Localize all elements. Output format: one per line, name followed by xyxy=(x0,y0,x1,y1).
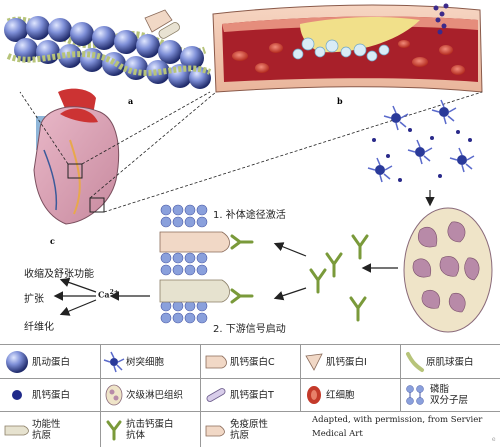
antibody-cluster xyxy=(309,234,369,322)
legend-item-bilayer: 磷脂 双分子层 xyxy=(402,382,498,408)
heart-illustration xyxy=(33,88,120,225)
outcome-contraction: 收缩及舒张功能 xyxy=(24,269,94,280)
legend-item-dendritic: 树突细胞 xyxy=(102,349,198,375)
troponin-i-icon xyxy=(305,353,323,371)
legend: 肌动蛋白 树突细胞 肌钙蛋白C 肌钙蛋白I 原肌球蛋白 肌钙蛋白 次级淋巴组织 … xyxy=(0,344,500,447)
pathway-step-2: 2. 下游信号启动 xyxy=(213,324,286,335)
illustration-canvas: a b xyxy=(4,3,493,333)
antibody-icon xyxy=(106,420,122,441)
corner-mark: e xyxy=(492,436,496,443)
myofilament-illustration xyxy=(4,9,212,89)
red-cell-icon xyxy=(307,386,321,404)
dendritic-cell-icon xyxy=(103,351,125,373)
phospholipid-bilayer-icon xyxy=(406,385,424,405)
panel-label-c: c xyxy=(50,236,55,246)
legend-item-rbc: 红细胞 xyxy=(302,382,398,408)
legend-item-antibody: 抗击钙蛋白 抗体 xyxy=(102,415,198,445)
troponin-dot-icon xyxy=(12,390,22,400)
troponin-t-icon xyxy=(206,388,226,402)
legend-item-immunogenic-antigen: 免疫原性 抗原 xyxy=(202,415,298,445)
membrane-bilayer xyxy=(159,204,254,324)
panel-label-b: b xyxy=(337,96,343,106)
legend-item-tropomyosin: 原肌球蛋白 xyxy=(402,349,498,375)
blood-vessel-illustration xyxy=(212,3,483,93)
calponin-c-icon xyxy=(205,355,227,369)
legend-item-functional-antigen: 功能性 抗原 xyxy=(2,415,98,445)
legend-credit: Adapted, with permission, from Servier M… xyxy=(312,415,483,439)
dendritic-cell-cluster xyxy=(367,99,475,183)
lymph-node-icon xyxy=(105,384,123,406)
outcome-dilation: 扩张 xyxy=(24,294,44,305)
functional-antigen-icon xyxy=(4,425,29,436)
immunogenic-antigen-icon xyxy=(205,425,225,437)
legend-item-troponin-t: 肌钙蛋白T xyxy=(202,382,298,408)
legend-item-troponin-i: 肌钙蛋白I xyxy=(302,349,398,375)
legend-item-myosin: 肌动蛋白 xyxy=(2,349,98,375)
legend-item-troponin-c: 肌钙蛋白C xyxy=(202,349,298,375)
panel-label-a: a xyxy=(128,96,133,106)
pathway-step-1: 1. 补体途径激活 xyxy=(213,210,286,221)
outcome-fibrosis: 纤维化 xyxy=(24,322,54,333)
tropomyosin-icon xyxy=(406,352,424,372)
legend-item-troponin: 肌钙蛋白 xyxy=(2,382,98,408)
legend-item-lymph: 次级淋巴组织 xyxy=(102,382,198,408)
calcium-label: Ca2+ xyxy=(98,289,119,300)
myosin-sphere-icon xyxy=(6,351,28,373)
lymph-node-illustration xyxy=(403,207,493,333)
zoom-connectors xyxy=(19,91,483,213)
